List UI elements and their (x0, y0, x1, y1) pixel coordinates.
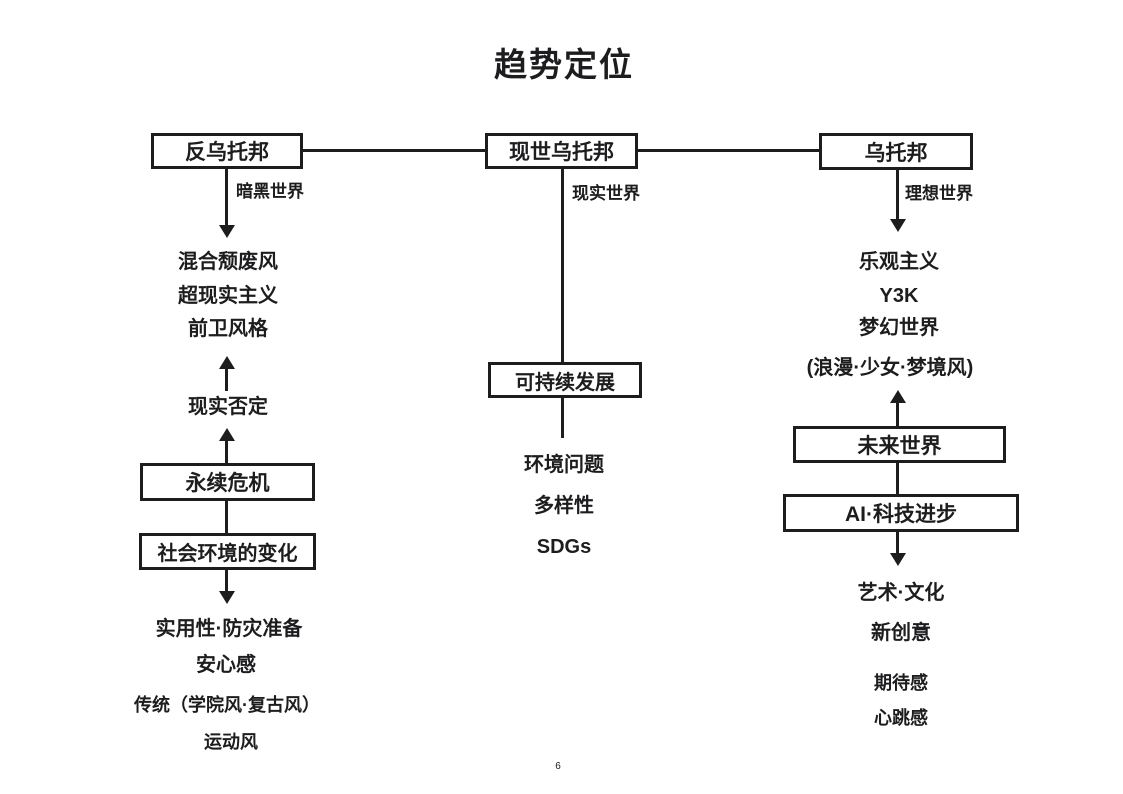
label-dark-world: 暗黑世界 (236, 182, 304, 201)
right-top-arrow-shaft (896, 170, 899, 221)
box-sustainable-development: 可持续发展 (488, 362, 642, 398)
box-social-environment-change: 社会环境的变化 (139, 533, 316, 570)
label-ideal-world: 理想世界 (905, 184, 973, 203)
right-bottom-item: 期待感 (874, 673, 928, 693)
middle-connector-top (561, 168, 564, 362)
right-bottom-item: 心跳感 (874, 708, 928, 728)
arrow-up-icon (219, 356, 235, 369)
label-real-world: 现实世界 (572, 184, 640, 203)
arrow-down-icon (890, 219, 906, 232)
left-bottom-item: 安心感 (196, 654, 256, 676)
box-present-utopia: 现世乌托邦 (485, 133, 638, 169)
left-mid-label: 现实否定 (188, 396, 268, 418)
right-bottom-item: 艺术·文化 (857, 582, 945, 604)
middle-connector-bottom (561, 398, 564, 438)
middle-bottom-item: 环境问题 (524, 454, 604, 476)
right-style-item: 梦幻世界 (859, 317, 939, 339)
left-bottom-item: 传统（学院风·复古风） (134, 695, 320, 715)
arrow-up-icon (219, 428, 235, 441)
middle-bottom-item: 多样性 (534, 495, 594, 517)
box-utopia: 乌托邦 (819, 133, 973, 170)
right-bottom-item: 新创意 (871, 622, 931, 644)
right-style-item: 乐观主义 (859, 251, 939, 273)
box-perpetual-crisis: 永续危机 (140, 463, 315, 501)
box-ai-tech-progress: AI·科技进步 (783, 494, 1019, 532)
left-up-arrow-shaft-2 (225, 438, 228, 463)
right-box-connector (896, 463, 899, 494)
arrow-down-icon (890, 553, 906, 566)
middle-bottom-item: SDGs (536, 536, 592, 558)
right-style-item: Y3K (879, 285, 919, 307)
left-box-connector (225, 501, 228, 533)
right-up-arrow-shaft (896, 400, 899, 426)
box-future-world: 未来世界 (793, 426, 1006, 463)
left-style-item: 前卫风格 (188, 318, 268, 340)
left-style-item: 超现实主义 (178, 285, 278, 307)
right-style-item: (浪漫·少女·梦境风) (806, 357, 974, 379)
box-anti-utopia: 反乌托邦 (151, 133, 303, 169)
connector-middle-right (638, 149, 819, 152)
arrow-up-icon (890, 390, 906, 403)
left-down-arrow-shaft (225, 570, 228, 593)
right-down-arrow-shaft (896, 532, 899, 555)
arrow-down-icon (219, 225, 235, 238)
arrow-down-icon (219, 591, 235, 604)
connector-left-middle (303, 149, 485, 152)
page-title: 趋势定位 (494, 46, 634, 83)
left-bottom-item: 实用性·防灾准备 (155, 618, 303, 640)
left-bottom-item: 运动风 (204, 732, 258, 752)
left-up-arrow-shaft-1 (225, 366, 228, 391)
left-style-item: 混合颓废风 (178, 251, 278, 273)
left-top-arrow-shaft (225, 169, 228, 227)
page-number: 6 (555, 761, 561, 772)
